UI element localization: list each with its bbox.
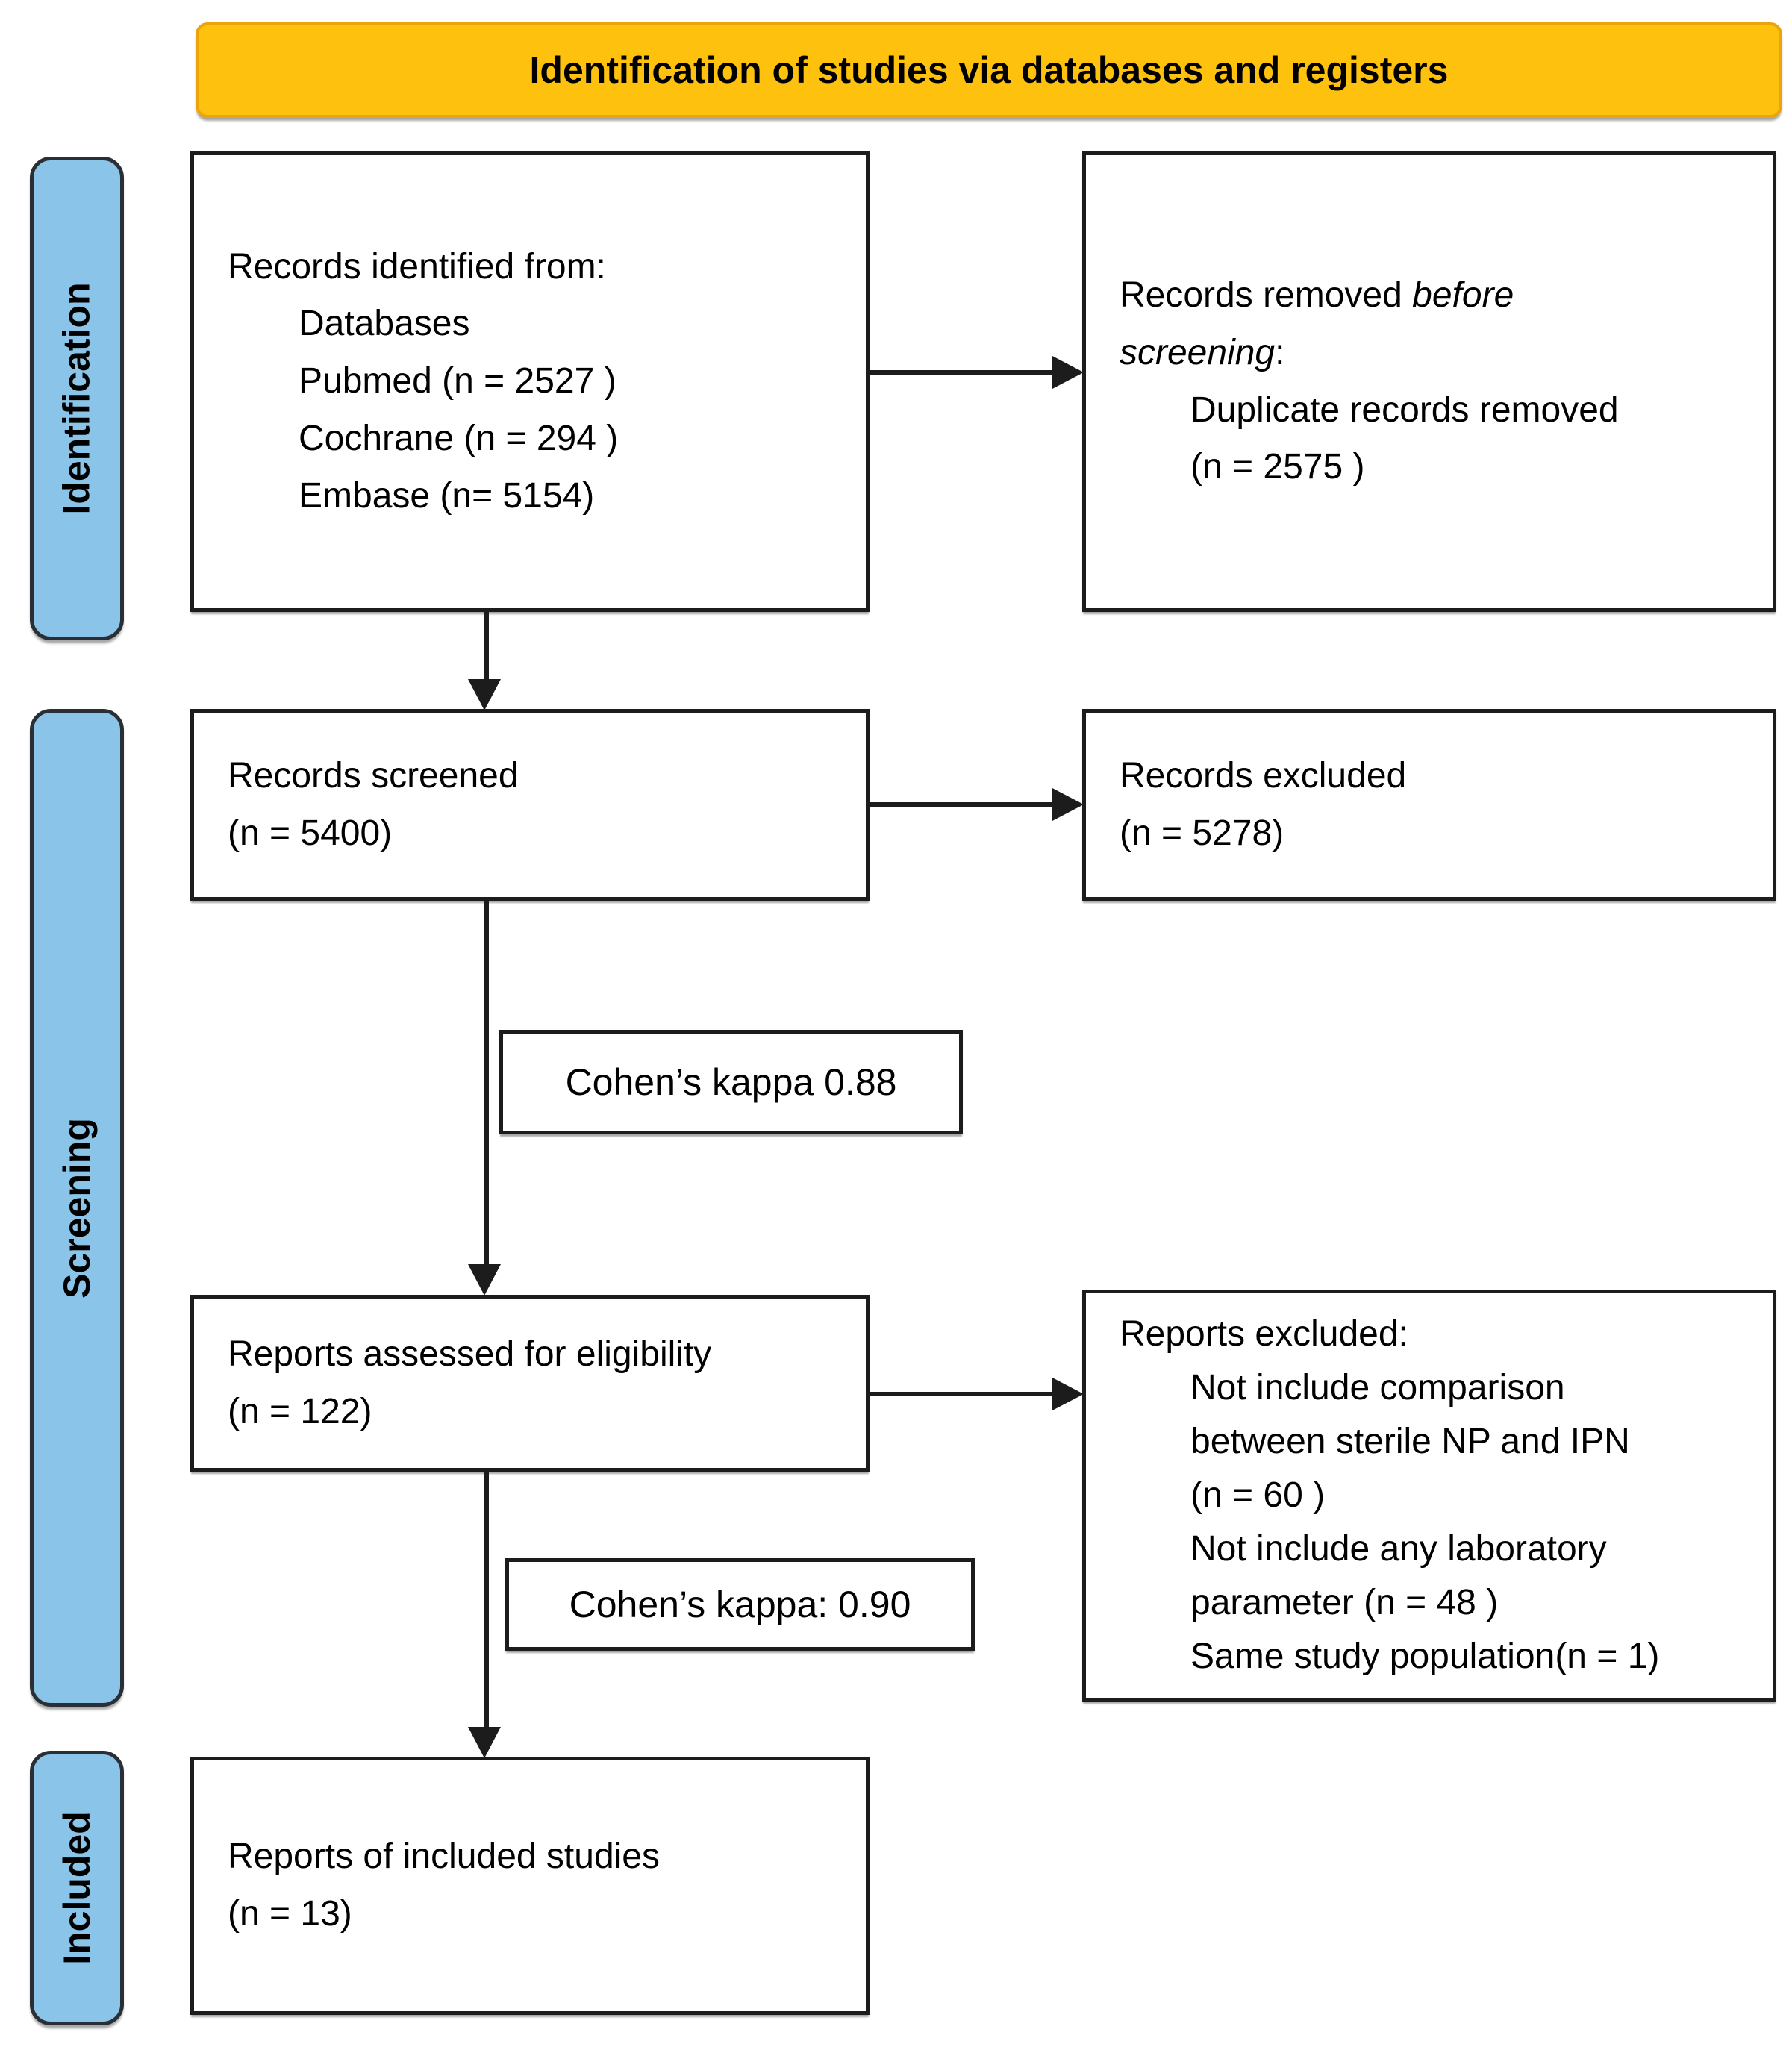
records-removed-title-prefix: Records removed (1120, 275, 1413, 315)
arrow-assessed-to-excluded-line (870, 1392, 1059, 1396)
box-reports-excluded: Reports excluded: Not include comparison… (1082, 1290, 1776, 1702)
records-screened-line1: Records screened (228, 755, 519, 796)
records-excluded-line1: Records excluded (1120, 755, 1407, 796)
stage-screening-text: Screening (56, 1117, 98, 1299)
reports-included-line1: Reports of included studies (228, 1837, 660, 1877)
records-removed-title-suffix: : (1275, 332, 1285, 372)
records-identified-line: Cochrane (n = 294 ) (299, 418, 619, 458)
arrow-screened-to-assessed-head-icon (468, 1264, 501, 1296)
records-excluded-line2: (n = 5278) (1120, 813, 1284, 853)
arrow-identified-to-removed-line (870, 370, 1059, 375)
reports-assessed-line1: Reports assessed for eligibility (228, 1334, 712, 1374)
banner-title-text: Identification of studies via databases … (529, 49, 1449, 91)
reports-assessed-line2: (n = 122) (228, 1391, 372, 1431)
box-cohens-kappa-1: Cohen’s kappa 0.88 (499, 1030, 963, 1134)
reports-excluded-line: (n = 60 ) (1190, 1475, 1326, 1515)
records-identified-title: Records identified from: (228, 246, 606, 287)
records-identified-line: Embase (n= 5154) (299, 475, 595, 516)
banner-title: Identification of studies via databases … (196, 22, 1782, 118)
reports-excluded-title: Reports excluded: (1120, 1314, 1408, 1354)
arrow-identified-to-screened-line (484, 612, 489, 682)
arrow-identified-to-removed-head-icon (1052, 356, 1084, 389)
reports-excluded-line: Same study population(n = 1) (1190, 1637, 1660, 1676)
records-removed-line: Duplicate records removed (1190, 390, 1619, 430)
reports-excluded-line: between sterile NP and IPN (1190, 1422, 1630, 1461)
records-removed-line: (n = 2575 ) (1190, 447, 1365, 487)
cohens-kappa-1-text: Cohen’s kappa 0.88 (565, 1061, 897, 1103)
reports-included-line2: (n = 13) (228, 1894, 352, 1934)
records-identified-line: Pubmed (n = 2527 ) (299, 361, 616, 401)
records-screened-line2: (n = 5400) (228, 813, 393, 853)
arrow-assessed-to-included-head-icon (468, 1727, 501, 1758)
box-reports-included: Reports of included studies (n = 13) (190, 1757, 870, 2015)
records-identified-line: Databases (299, 304, 470, 344)
box-records-removed: Records removed before screening: Duplic… (1082, 151, 1776, 612)
arrow-screened-to-excluded-head-icon (1052, 788, 1084, 821)
reports-excluded-line: Not include comparison (1190, 1368, 1565, 1407)
stage-label-included: Included (30, 1751, 124, 2025)
box-reports-assessed: Reports assessed for eligibility (n = 12… (190, 1295, 870, 1472)
arrow-screened-to-excluded-line (870, 802, 1059, 807)
stage-label-identification: Identification (30, 157, 124, 640)
cohens-kappa-2-text: Cohen’s kappa: 0.90 (569, 1584, 911, 1625)
stage-identification-text: Identification (56, 282, 99, 515)
box-cohens-kappa-2: Cohen’s kappa: 0.90 (505, 1558, 975, 1651)
records-removed-title: Records removed before screening: (1120, 267, 1612, 382)
reports-excluded-line: parameter (n = 48 ) (1190, 1583, 1499, 1622)
box-records-excluded: Records excluded (n = 5278) (1082, 709, 1776, 901)
records-removed-title-italic: before screening (1120, 275, 1514, 372)
box-records-screened: Records screened (n = 5400) (190, 709, 870, 901)
reports-excluded-line: Not include any laboratory (1190, 1529, 1607, 1569)
arrow-assessed-to-included-line (484, 1472, 489, 1730)
stage-label-screening: Screening (30, 709, 124, 1707)
arrow-screened-to-assessed-line (484, 901, 489, 1266)
arrow-assessed-to-excluded-head-icon (1052, 1378, 1084, 1410)
arrow-identified-to-screened-head-icon (468, 679, 501, 710)
stage-included-text: Included (56, 1811, 99, 1965)
box-records-identified: Records identified from: Databases Pubme… (190, 151, 870, 612)
